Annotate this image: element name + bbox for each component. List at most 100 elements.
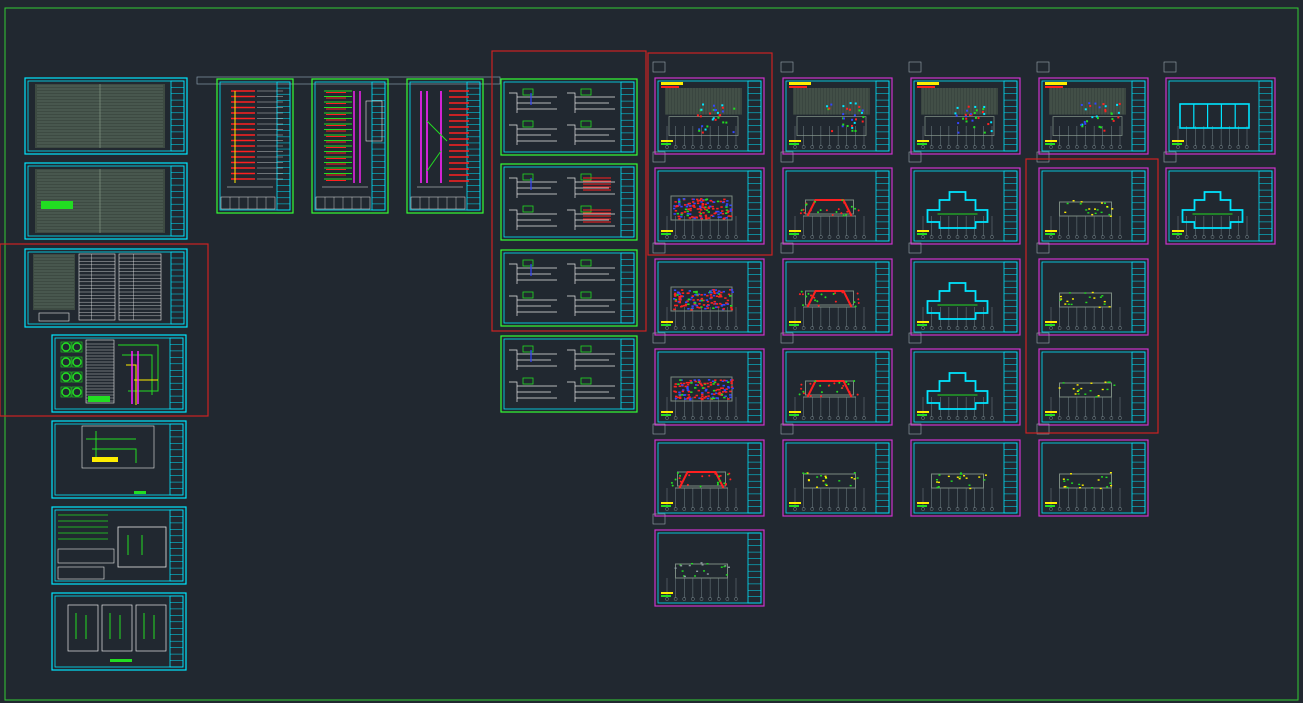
device-symbol — [706, 294, 709, 297]
drawing-sheet[interactable] — [780, 61, 893, 155]
device-symbol — [1100, 211, 1103, 214]
drawing-sheet[interactable] — [51, 420, 187, 499]
device-symbol — [720, 291, 723, 294]
sheet-outer-frame — [1038, 348, 1149, 426]
grid-bubble — [921, 507, 925, 511]
drawing-sheet[interactable] — [780, 151, 893, 245]
device-symbol — [1104, 110, 1107, 113]
device-symbol — [673, 298, 676, 300]
title-block-icon — [1003, 261, 1018, 333]
device-symbol — [724, 395, 727, 398]
drawing-sheet[interactable] — [780, 242, 893, 336]
grid-bubble — [862, 507, 866, 511]
drawing-sheet[interactable] — [908, 332, 1021, 426]
drawing-sheet[interactable] — [1036, 151, 1149, 245]
device-symbol — [1076, 390, 1079, 392]
device-symbol — [831, 213, 834, 216]
drawing-sheet[interactable] — [500, 335, 638, 413]
grid-bubble — [725, 597, 730, 601]
device-symbol — [727, 387, 730, 389]
drawing-sheet[interactable] — [1036, 61, 1149, 155]
drawing-sheet[interactable] — [24, 162, 188, 240]
drawing-sheet[interactable] — [500, 249, 638, 327]
device-symbol — [1071, 298, 1074, 300]
riser-note — [365, 100, 383, 142]
grid-bubble — [673, 507, 678, 511]
device-symbol — [702, 212, 705, 214]
device-symbol — [1072, 388, 1075, 390]
floor-outline — [675, 563, 728, 579]
grid-bubble — [1092, 145, 1096, 149]
device-symbol — [700, 306, 703, 308]
device-symbol — [846, 210, 849, 213]
drawing-sheet[interactable] — [652, 61, 765, 155]
drawing-sheet[interactable] — [1036, 332, 1149, 426]
title-block-frame — [1131, 170, 1146, 242]
drawing-sheet[interactable] — [216, 78, 294, 214]
device-symbol — [693, 302, 697, 304]
device-symbol — [712, 108, 715, 111]
drawing-sheet[interactable] — [652, 151, 765, 245]
drawing-sheet[interactable] — [500, 163, 638, 241]
device-symbol — [813, 296, 816, 299]
sheet-tab — [780, 61, 794, 73]
device-symbol — [820, 395, 823, 398]
title-block-frame — [1131, 80, 1146, 152]
grid-bubble — [1184, 145, 1189, 149]
drawing-sheet[interactable] — [1163, 151, 1276, 245]
schedule-table — [57, 548, 115, 564]
drawing-sheet[interactable] — [652, 332, 765, 426]
drawing-sheet[interactable] — [908, 242, 1021, 336]
device-symbol — [809, 209, 812, 212]
title-block-icon — [1003, 351, 1018, 423]
drawing-sheet[interactable] — [1163, 61, 1276, 155]
drawing-sheet[interactable] — [24, 248, 188, 328]
drawing-sheet[interactable] — [24, 77, 188, 155]
drawing-sheet[interactable] — [51, 334, 187, 413]
device-symbol — [699, 485, 702, 488]
device-symbol — [990, 121, 993, 124]
device-symbol — [720, 566, 723, 568]
drawing-sheet[interactable] — [908, 151, 1021, 245]
device-symbol — [683, 575, 686, 578]
device-symbol — [1110, 112, 1113, 115]
drawing-sheet[interactable] — [652, 423, 765, 517]
device-symbol — [690, 382, 693, 384]
grid-bubble — [665, 145, 669, 149]
sheet-tab — [780, 423, 794, 435]
device-symbol — [849, 102, 852, 105]
drawing-sheet[interactable] — [908, 423, 1021, 517]
drawing-sheet[interactable] — [652, 513, 765, 607]
drawing-sheet[interactable] — [51, 592, 187, 671]
device-symbol — [1071, 482, 1074, 484]
device-symbol — [695, 304, 699, 307]
device-symbol — [678, 204, 681, 206]
device-symbol — [717, 216, 720, 219]
device-symbol — [724, 297, 727, 299]
drawing-sheet[interactable] — [1036, 423, 1149, 517]
grid-bubble — [801, 507, 806, 511]
selection-window-icon — [1025, 158, 1159, 434]
legend-block — [1045, 82, 1067, 85]
drawing-sheet[interactable] — [780, 423, 893, 517]
drawing-sheet[interactable] — [652, 242, 765, 336]
drawing-sheet[interactable] — [500, 78, 638, 156]
cable-tray — [678, 471, 725, 489]
device-symbol — [716, 383, 720, 385]
device-symbol — [987, 123, 990, 126]
symbol-circle — [72, 387, 82, 397]
drawing-sheet[interactable] — [311, 78, 389, 214]
drawing-sheet[interactable] — [1036, 242, 1149, 336]
drawing-sheet[interactable] — [780, 332, 893, 426]
grid-bubble — [1184, 235, 1189, 239]
title-block-icon — [747, 261, 762, 333]
legend-block — [917, 143, 927, 145]
drawing-sheet[interactable] — [908, 61, 1021, 155]
device-symbol — [726, 211, 729, 214]
device-symbol — [1094, 212, 1097, 215]
drawing-sheet[interactable] — [51, 506, 187, 585]
drawing-sheet[interactable] — [406, 78, 484, 214]
device-symbol — [719, 379, 723, 382]
